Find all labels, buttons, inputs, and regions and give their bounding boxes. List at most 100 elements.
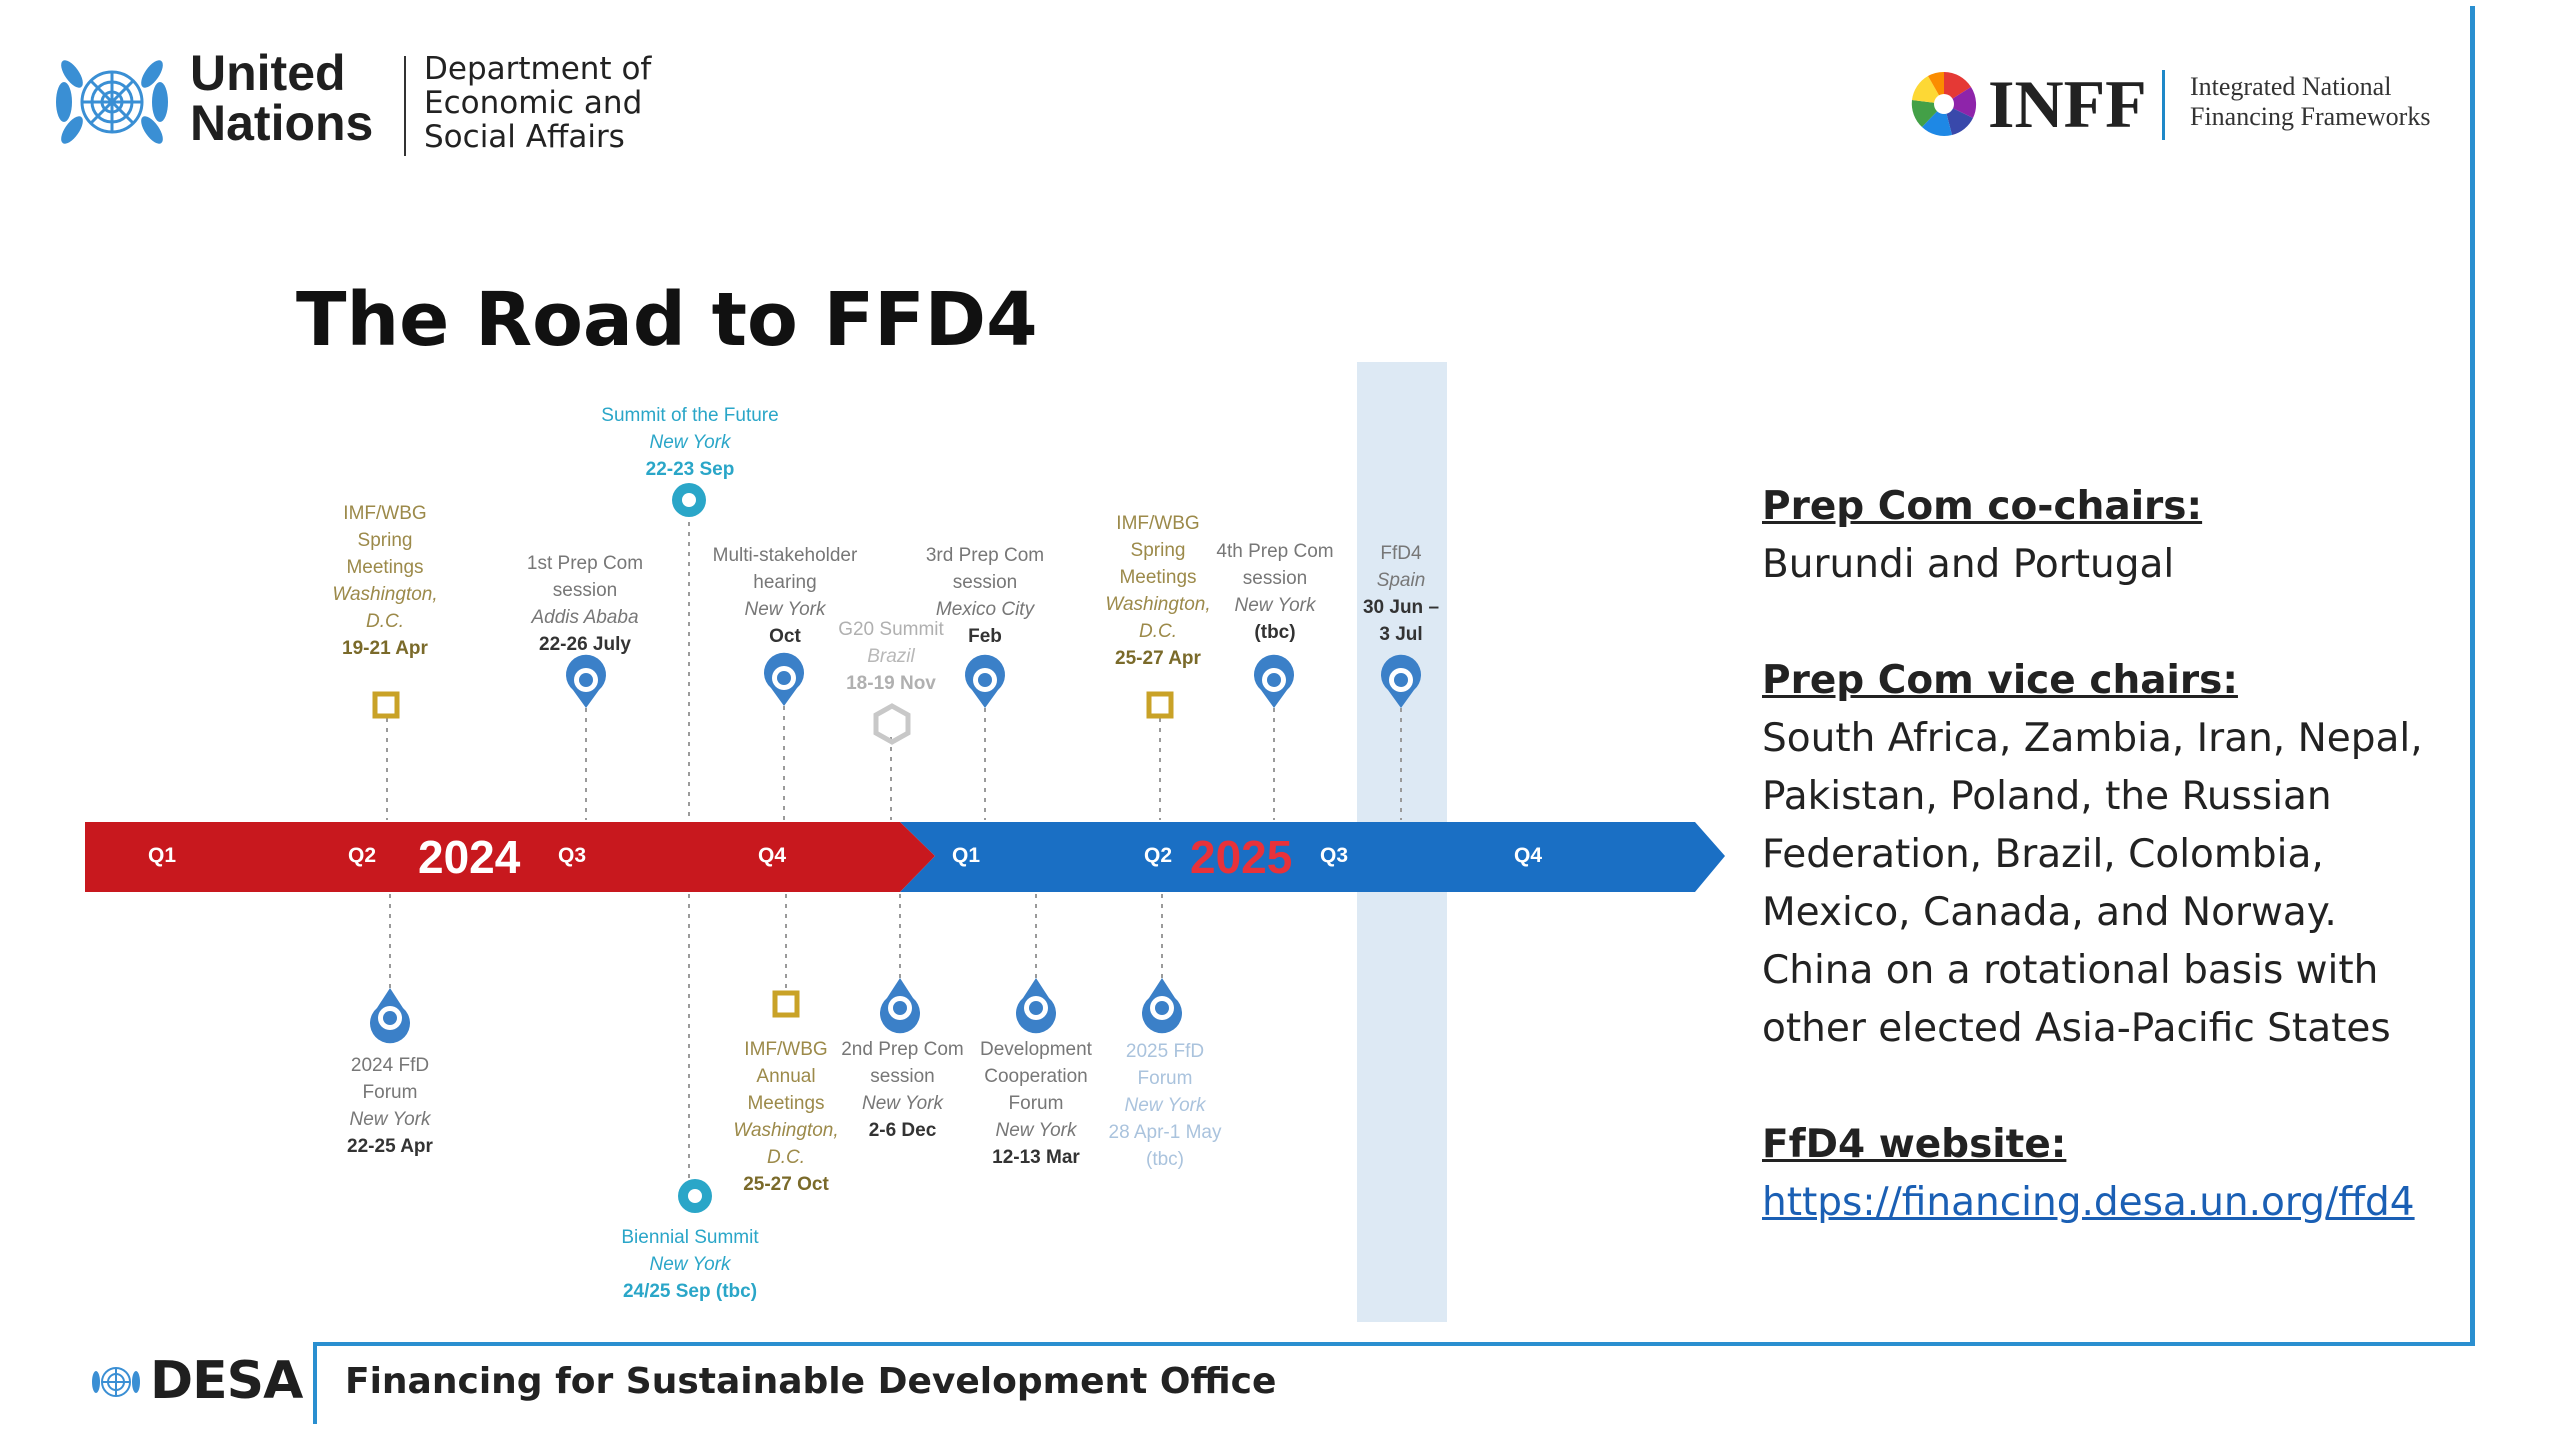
event-line: 4th Prep Com (1216, 541, 1334, 562)
event-prep-com-1: 1st Prep Com session Addis Ababa 22-26 J… (505, 550, 665, 658)
event-ffd-forum-2025: 2025 FfD Forum New York 28 Apr-1 May (tb… (1090, 1038, 1240, 1173)
un-name-line2: Nations (190, 95, 374, 151)
inff-divider (2162, 70, 2165, 140)
event-line: 1st Prep Com (526, 553, 644, 574)
event-ffd-forum-2024: 2024 FfD Forum New York 22-25 Apr (310, 1052, 470, 1160)
vice-chairs-line: Mexico, Canada, and Norway. (1762, 890, 2337, 935)
un-dept-line1: Department of (424, 51, 652, 87)
event-place: New York (649, 1254, 731, 1275)
event-line: Forum (362, 1082, 418, 1103)
event-line: 2025 FfD (1125, 1041, 1205, 1062)
event-date: 19-21 Apr (342, 638, 428, 659)
ffd4-website-link[interactable]: https://financing.desa.un.org/ffd4 (1762, 1180, 2415, 1225)
event-line: FfD4 (1380, 543, 1422, 564)
quarter-label: Q1 (952, 844, 981, 867)
event-line: Spring (1130, 540, 1186, 561)
spacer (1762, 1058, 2462, 1116)
event-line: Development (980, 1039, 1092, 1060)
event-line: G20 Summit (838, 619, 944, 640)
event-place: New York (349, 1109, 431, 1130)
marker-circle-summit-future (672, 483, 706, 517)
cochairs-text: Burundi and Portugal (1762, 542, 2175, 587)
event-place: Mexico City (935, 599, 1035, 620)
event-date: 18-19 Nov (846, 673, 936, 694)
bottom-border-line (315, 1342, 2475, 1346)
event-place: New York (862, 1093, 943, 1114)
event-line: 3rd Prep Com (925, 545, 1045, 566)
event-date: 12-13 Mar (992, 1147, 1080, 1168)
un-name: United Nations (190, 48, 373, 148)
quarter-label: Q1 (148, 844, 177, 867)
event-multistakeholder: Multi-stakeholder hearing New York Oct (690, 542, 880, 650)
event-summit-future: Summit of the Future New York 22-23 Sep (560, 402, 820, 483)
event-place: New York (1234, 595, 1316, 616)
event-line: Summit of the Future (601, 405, 779, 426)
event-place: New York (649, 432, 731, 453)
event-date: 25-27 Oct (743, 1174, 829, 1195)
event-line: 2024 FfD (350, 1055, 430, 1076)
event-line: session (552, 580, 618, 601)
event-prep-com-2: 2nd Prep Com session New York 2-6 Dec (830, 1036, 975, 1144)
year-label-2025: 2025 (1190, 831, 1293, 883)
event-prep-com-4: 4th Prep Com session New York (tbc) (1195, 538, 1355, 646)
event-line: Meetings (346, 557, 424, 578)
event-place: Washington, (332, 584, 438, 605)
event-line: IMF/WBG (343, 503, 427, 524)
un-name-line1: United (190, 45, 346, 101)
event-ffd4: FfD4 Spain 30 Jun – 3 Jul (1350, 540, 1452, 648)
event-place: D.C. (1139, 621, 1177, 642)
event-date: 3 Jul (1379, 624, 1423, 645)
vice-chairs-line: Pakistan, Poland, the Russian (1762, 774, 2332, 819)
event-date: 2-6 Dec (868, 1120, 937, 1141)
event-date: 24/25 Sep (tbc) (622, 1281, 758, 1302)
info-panel: Prep Com co-chairs: Burundi and Portugal… (1762, 478, 2462, 1232)
event-imf-spring-2025: IMF/WBG Spring Meetings Washington, D.C.… (1083, 510, 1233, 672)
event-line: Meetings (1119, 567, 1197, 588)
event-place: D.C. (366, 611, 404, 632)
quarter-label: Q4 (758, 844, 787, 867)
timeline-bar-2025 (900, 822, 1725, 892)
event-place: New York (1124, 1095, 1206, 1116)
event-place: Addis Ababa (531, 607, 639, 628)
pin-multistakeholder (764, 652, 804, 706)
event-date: 30 Jun – (1362, 597, 1440, 618)
event-line: session (870, 1066, 935, 1087)
event-place: Washington, (1105, 594, 1211, 615)
event-line: Annual (756, 1066, 816, 1087)
pin-prep-com-1 (566, 654, 606, 708)
event-place: D.C. (767, 1147, 805, 1168)
event-line: Multi-stakeholder (712, 545, 858, 566)
event-date: 22-26 July (539, 634, 631, 655)
slide-title: The Road to FFD4 (296, 277, 1038, 363)
quarter-label: Q3 (1320, 844, 1349, 867)
vice-chairs-line: South Africa, Zambia, Iran, Nepal, (1762, 716, 2423, 761)
vice-chairs-heading: Prep Com vice chairs: (1762, 658, 2238, 703)
event-line: session (952, 572, 1018, 593)
event-line: 2nd Prep Com (841, 1039, 964, 1060)
event-prep-com-3: 3rd Prep Com session Mexico City Feb (905, 542, 1065, 650)
quarter-label: Q2 (1144, 844, 1173, 867)
marker-square-imf-spring-2025 (1146, 691, 1174, 719)
pin-ffd4 (1381, 654, 1421, 708)
right-border-line (2470, 6, 2475, 1346)
event-imf-annual: IMF/WBG Annual Meetings Washington, D.C.… (716, 1036, 856, 1198)
event-g20-summit: G20 Summit Brazil 18-19 Nov (816, 616, 966, 697)
event-date: 25-27 Apr (1115, 648, 1201, 669)
office-name: Financing for Sustainable Development Of… (345, 1361, 1277, 1402)
event-line: IMF/WBG (744, 1039, 828, 1060)
spacer (1762, 594, 2462, 652)
event-place: New York (744, 599, 826, 620)
event-dev-coop-forum: Development Cooperation Forum New York 1… (966, 1036, 1106, 1171)
footer-divider (313, 1342, 317, 1424)
pin-dev-coop-forum (1016, 978, 1056, 1034)
inff-tag-line1: Integrated National (2190, 72, 2392, 101)
connectors-above (386, 512, 1402, 820)
inff-tag-line2: Financing Frameworks (2190, 102, 2431, 131)
pin-prep-com-2 (880, 978, 920, 1034)
pin-prep-com-4 (1254, 654, 1294, 708)
pin-ffd-forum-2025 (1142, 978, 1182, 1034)
event-date: (tbc) (1146, 1149, 1184, 1170)
un-dept-line3: Social Affairs (424, 119, 625, 155)
un-department: Department of Economic and Social Affair… (424, 52, 651, 154)
